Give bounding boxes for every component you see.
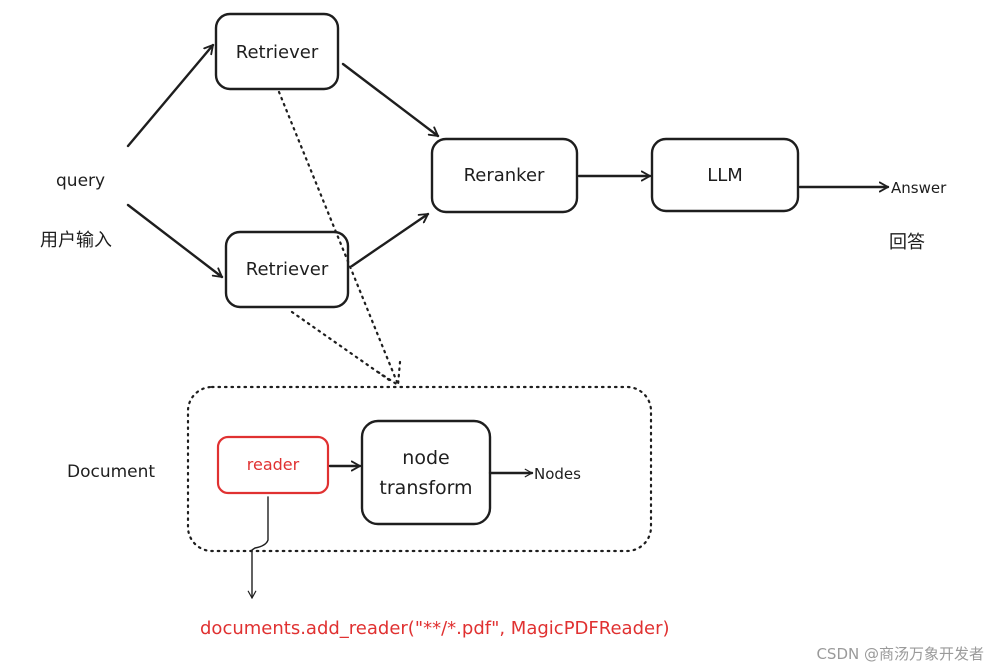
node-transform-label-line1: node — [402, 447, 449, 469]
query-label: query — [56, 171, 105, 191]
reader-label: reader — [247, 455, 300, 474]
document-label: Document — [67, 462, 155, 482]
query-to-retriever-top-arrow — [126, 43, 215, 148]
retriever-top-to-reranker-arrow — [341, 62, 440, 138]
retriever-top-node: Retriever — [214, 12, 340, 91]
nodes-label: Nodes — [534, 465, 581, 483]
answer-cn-label: 回答 — [889, 232, 925, 253]
answer-label: Answer — [891, 179, 947, 197]
dotted-link-junction — [376, 360, 402, 387]
retriever-bottom-to-document-dotted-link — [290, 310, 394, 384]
retriever-bottom-node: Retriever — [224, 230, 350, 309]
llm-node: LLM — [650, 137, 800, 213]
query-to-retriever-bottom-arrow — [126, 203, 224, 279]
document-group-container — [186, 385, 653, 553]
watermark-text: CSDN @商汤万象开发者 — [816, 645, 984, 663]
reader-to-code-arrow — [247, 496, 269, 599]
node-transform-label-line2: transform — [379, 477, 472, 499]
retriever-top-to-document-dotted-link — [277, 90, 399, 384]
llm-label: LLM — [707, 165, 743, 186]
reader-node: reader — [216, 435, 330, 495]
query-cn-label: 用户输入 — [40, 230, 112, 251]
reranker-label: Reranker — [464, 165, 545, 186]
retriever-bottom-to-reranker-arrow — [350, 212, 430, 268]
reranker-node: Reranker — [430, 137, 579, 214]
retriever-bottom-label: Retriever — [246, 259, 329, 280]
node-transform-node: node transform — [360, 419, 492, 526]
code-note: documents.add_reader("**/*.pdf", MagicPD… — [200, 618, 670, 639]
retriever-top-label: Retriever — [236, 42, 319, 63]
